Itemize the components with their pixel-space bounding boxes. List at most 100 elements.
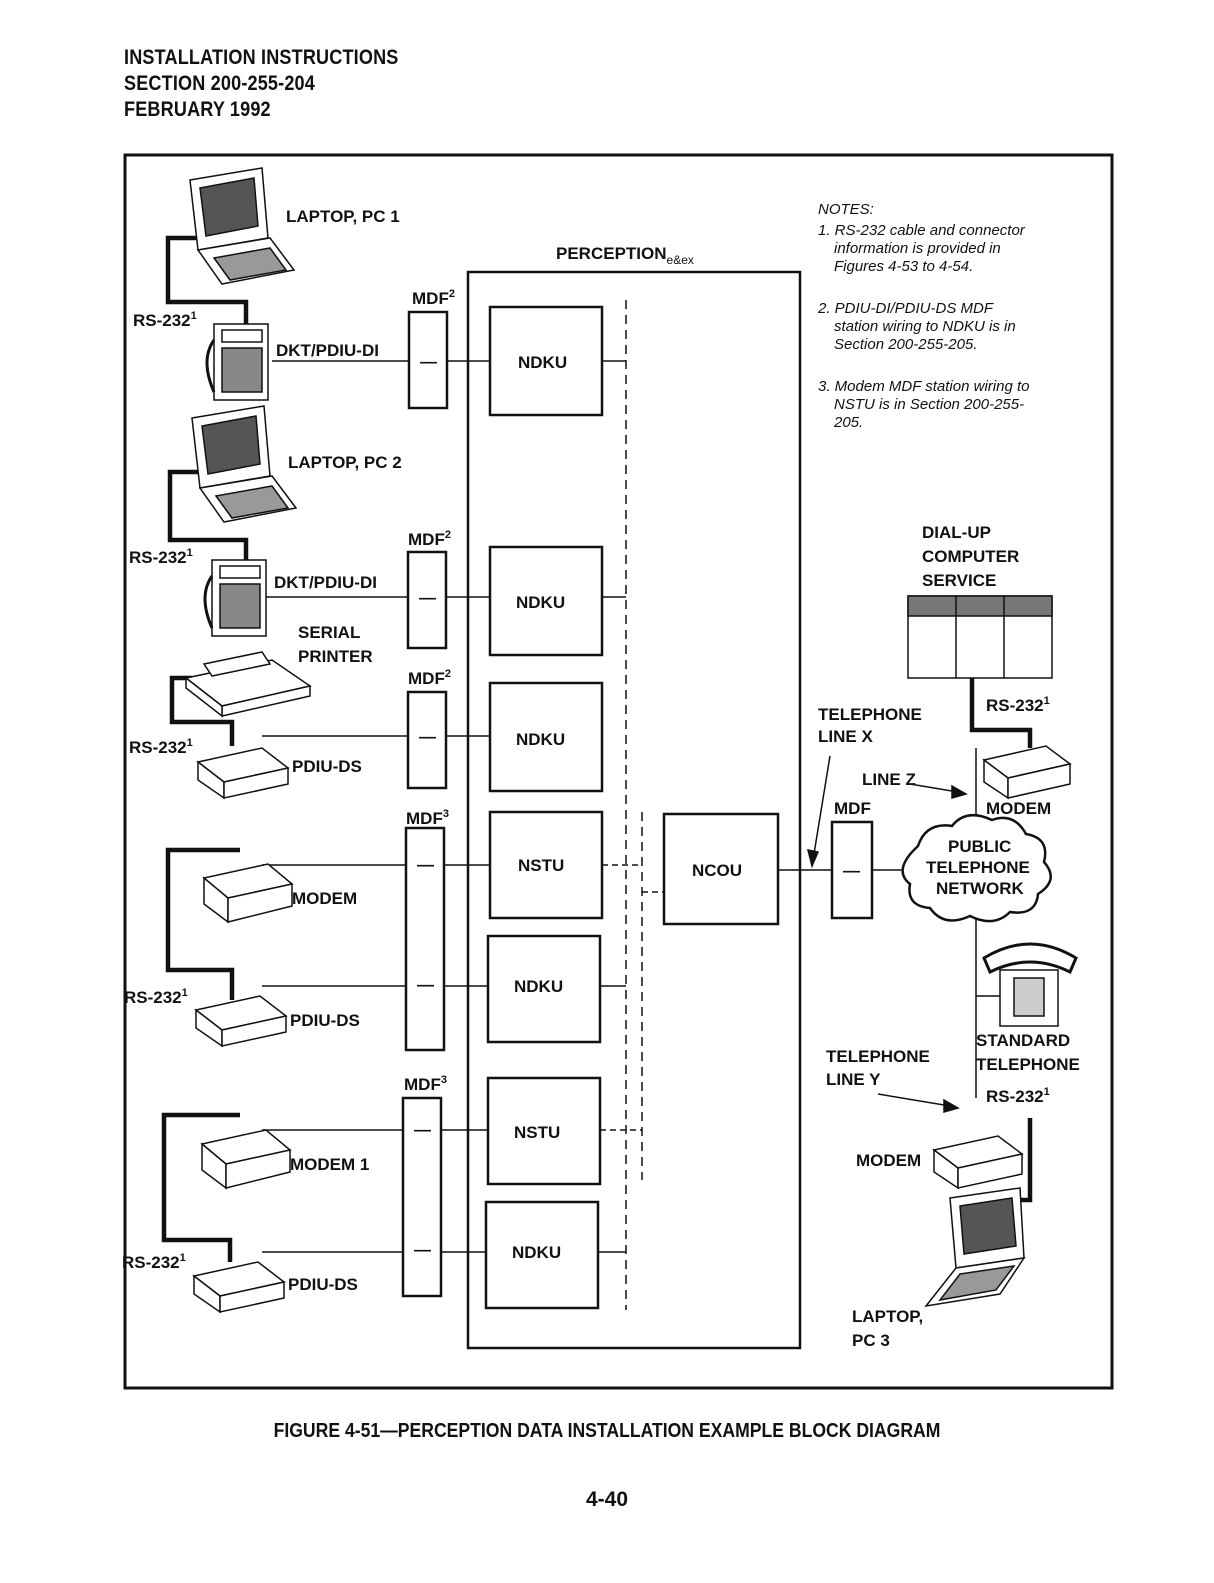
svg-text:Section 200-255-205.: Section 200-255-205. (834, 336, 977, 353)
svg-text:—: — (419, 588, 436, 607)
svg-text:—: — (414, 1120, 431, 1139)
svg-text:NDKU: NDKU (518, 353, 567, 372)
pdiu-ds-label-1: PDIU-DS (292, 757, 362, 776)
modem-right-bottom (932, 1135, 1024, 1190)
dial-up-label-1: DIAL-UP (922, 523, 991, 542)
dial-up-label-3: SERVICE (922, 571, 996, 590)
ndku-card-1: NDKU (488, 305, 626, 417)
ndku-card-4: NDKU (486, 934, 626, 1044)
svg-text:NDKU: NDKU (516, 593, 565, 612)
modem-right-top (982, 745, 1072, 800)
right-line-wiring (806, 748, 1000, 1113)
laptop-pc-2 (191, 405, 298, 523)
svg-text:MDF: MDF (834, 799, 871, 818)
perception-cabinet (466, 270, 802, 1350)
svg-text:3. Modem MDF station wiring to: 3. Modem MDF station wiring to (818, 378, 1029, 395)
rs232-label-right-1: RS-2321 (986, 695, 1050, 715)
serial-printer (184, 651, 312, 718)
rs232-labels-left: RS-2321 RS-2321 RS-2321 RS-2321 RS-2321 (122, 310, 197, 1272)
dkt-phone-1 (205, 323, 269, 401)
svg-text:—: — (414, 1240, 431, 1259)
modem-label-left: MODEM (292, 889, 357, 908)
laptop-pc-3-label-2: PC 3 (852, 1331, 890, 1350)
telephone-line-y-label-2: LINE Y (826, 1070, 881, 1089)
laptop-pc-3-label-1: LAPTOP, (852, 1307, 923, 1326)
mdf-block-3: MDF2 — (406, 668, 451, 790)
svg-text:RS-2321: RS-2321 (124, 987, 188, 1007)
pdiu-ds-devices (192, 747, 290, 1314)
svg-text:MDF3: MDF3 (406, 808, 449, 828)
svg-text:information is provided in: information is provided in (834, 240, 1001, 257)
figure-caption: FIGURE 4-51—PERCEPTION DATA INSTALLATION… (273, 1420, 941, 1442)
page-number: 4-40 (585, 1488, 629, 1511)
header-line-2: SECTION 200-255-204 (124, 72, 315, 95)
svg-text:MDF2: MDF2 (408, 668, 451, 688)
laptop-pc-3 (924, 1187, 1026, 1308)
standard-telephone (982, 942, 1078, 1027)
mdf-block-2: MDF2 — (406, 529, 451, 650)
svg-text:RS-2321: RS-2321 (129, 547, 193, 567)
telephone-line-x-label-1: TELEPHONE (818, 705, 922, 724)
modems-left (200, 863, 294, 1190)
dkt-phone-2 (203, 559, 267, 637)
svg-text:MDF2: MDF2 (412, 288, 455, 308)
ncou-card: NCOU (642, 812, 780, 926)
rs232-cables-right (969, 678, 1033, 1203)
header-line-1: INSTALLATION INSTRUCTIONS (124, 46, 399, 69)
svg-text:—: — (420, 352, 437, 371)
telephone-line-x-label-2: LINE X (818, 727, 873, 746)
svg-text:NSTU: NSTU (514, 1123, 560, 1142)
ndku-card-3: NDKU (488, 681, 604, 793)
svg-text:PUBLIC: PUBLIC (948, 837, 1011, 856)
svg-text:NSTU: NSTU (518, 856, 564, 875)
svg-text:NSTU is in Section 200-255-: NSTU is in Section 200-255- (834, 396, 1024, 413)
laptop-pc-1-label: LAPTOP, PC 1 (286, 207, 400, 226)
mdf-block-5: MDF3 — — (401, 1074, 447, 1298)
svg-text:RS-2321: RS-2321 (129, 737, 193, 757)
laptop-pc-1 (189, 167, 296, 285)
svg-text:—: — (417, 975, 434, 994)
modem-right-label-bottom: MODEM (856, 1151, 921, 1170)
figure-frame (123, 153, 1114, 1390)
pdiu-ds-label-3: PDIU-DS (288, 1275, 358, 1294)
laptop-pc-2-label: LAPTOP, PC 2 (288, 453, 402, 472)
nstu-card-2: NSTU (486, 1076, 642, 1186)
mdf-block-co: MDF — (830, 799, 874, 920)
notes-block: NOTES: 1. RS-232 cable and connector inf… (817, 201, 1029, 431)
dial-up-label-2: COMPUTER (922, 547, 1019, 566)
svg-text:RS-2321: RS-2321 (133, 310, 197, 330)
svg-text:MDF3: MDF3 (404, 1074, 447, 1094)
rs232-label-right-2: RS-2321 (986, 1086, 1050, 1106)
serial-printer-label-2: PRINTER (298, 647, 373, 666)
svg-text:2. PDIU-DI/PDIU-DS MDF: 2. PDIU-DI/PDIU-DS MDF (817, 300, 994, 317)
svg-text:1. RS-232 cable and connector: 1. RS-232 cable and connector (818, 222, 1026, 239)
svg-text:Figures 4-53 to 4-54.: Figures 4-53 to 4-54. (834, 258, 973, 275)
ndku-card-2: NDKU (488, 545, 626, 657)
svg-text:MDF2: MDF2 (408, 529, 451, 549)
dkt-pdiu-di-label-2: DKT/PDIU-DI (274, 573, 377, 592)
svg-text:NCOU: NCOU (692, 861, 742, 880)
svg-text:RS-2321: RS-2321 (122, 1252, 186, 1272)
ndku-card-5: NDKU (484, 1200, 626, 1310)
standard-telephone-label-1: STANDARD (976, 1031, 1070, 1050)
station-wiring (262, 360, 906, 1253)
pdiu-ds-label-2: PDIU-DS (290, 1011, 360, 1030)
dkt-pdiu-di-label-1: DKT/PDIU-DI (276, 341, 379, 360)
svg-text:station wiring to NDKU is in: station wiring to NDKU is in (834, 318, 1016, 335)
telephone-line-y-label-1: TELEPHONE (826, 1047, 930, 1066)
mdf-block-4: MDF3 — — (404, 808, 449, 1052)
public-telephone-network-cloud: PUBLIC TELEPHONE NETWORK (901, 813, 1052, 923)
standard-telephone-label-2: TELEPHONE (976, 1055, 1080, 1074)
modem-right-label-top: MODEM (986, 799, 1051, 818)
svg-text:—: — (843, 861, 860, 880)
svg-text:NDKU: NDKU (512, 1243, 561, 1262)
svg-text:205.: 205. (833, 414, 863, 431)
serial-printer-label-1: SERIAL (298, 623, 360, 642)
svg-text:—: — (417, 855, 434, 874)
nstu-card-1: NSTU (488, 810, 642, 920)
svg-text:NDKU: NDKU (514, 977, 563, 996)
rs232-cables-left (161, 235, 249, 1262)
modem-1-label: MODEM 1 (290, 1155, 369, 1174)
svg-text:NOTES:: NOTES: (818, 201, 874, 218)
